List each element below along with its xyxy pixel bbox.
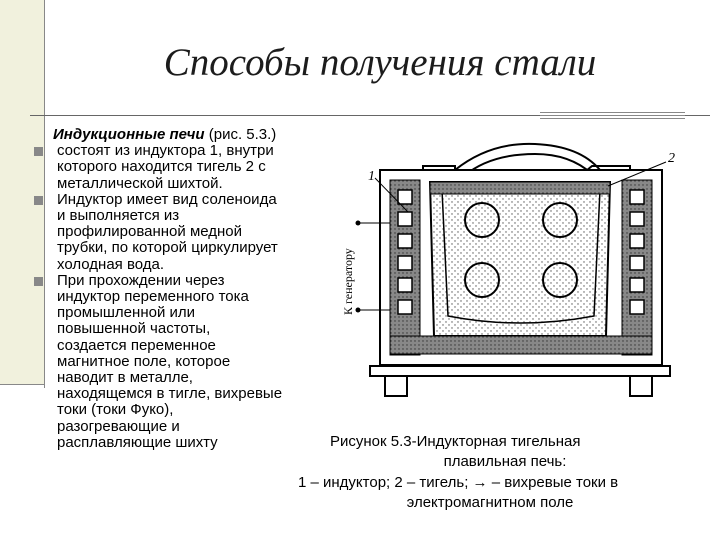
bullet-line: разогревающие и bbox=[57, 417, 180, 435]
bullet-marker bbox=[34, 195, 43, 205]
generator-leads bbox=[355, 220, 361, 313]
bullet-line: Индуктор имеет вид соленоида bbox=[57, 190, 277, 208]
caption-line-4: электромагнитном поле bbox=[406, 494, 574, 511]
label-2: 2 bbox=[668, 151, 675, 166]
left-rule bbox=[0, 384, 44, 385]
generator-label: К генератору bbox=[341, 248, 355, 315]
vertical-rule bbox=[44, 0, 45, 388]
heading-rest: (рис. 5.3.) bbox=[204, 126, 277, 143]
bullet-marker bbox=[34, 147, 43, 157]
bullet-line: и выполняется из bbox=[57, 207, 180, 225]
induction-furnace-figure: К генератору 1 2 bbox=[341, 142, 675, 397]
bullet-line: индуктор переменного тока bbox=[57, 288, 249, 306]
crucible-inner bbox=[441, 189, 601, 324]
right-foot bbox=[629, 375, 653, 397]
heading-bold: Индукционные печи bbox=[53, 126, 205, 143]
bullet-line: которого находится тигель 2 с bbox=[57, 158, 266, 176]
inductor-coils-left bbox=[397, 189, 413, 315]
label-1: 1 bbox=[368, 169, 375, 184]
caption-line-3: 1 – индуктор; 2 – тигель; → – вихревые т… bbox=[298, 474, 619, 491]
bullet-line: профилированной медной bbox=[57, 223, 243, 241]
body-heading: Индукционные печи (рис. 5.3.) bbox=[33, 126, 277, 143]
slide-title: Способы получения стали bbox=[163, 41, 597, 84]
left-accent-stripe bbox=[0, 0, 44, 384]
bullet-line: холодная вода. bbox=[57, 255, 165, 273]
bullet-2: Индуктор имеет вид соленоида и выполняет… bbox=[34, 190, 300, 273]
bullet-line: При прохождении через bbox=[57, 271, 225, 289]
bullet-line: находящемся в тигле, вихревые bbox=[57, 385, 283, 403]
bullet-3: При прохождении через индуктор переменно… bbox=[34, 271, 300, 451]
bullet-line: металлической шихтой. bbox=[57, 174, 223, 192]
leader-1 bbox=[374, 177, 409, 213]
base-plate bbox=[369, 365, 671, 377]
caption-line-1: Рисунок 5.3-Индукторная тигельная bbox=[330, 433, 581, 450]
bullet-line: создается переменное bbox=[57, 336, 216, 354]
leader-2 bbox=[607, 161, 667, 187]
bullet-line: наводит в металле, bbox=[57, 369, 193, 387]
title-rule bbox=[30, 115, 710, 116]
bullet-line: повышенной частоты, bbox=[57, 320, 211, 338]
slag-layer bbox=[429, 181, 611, 195]
bullet-line: промышленной или bbox=[57, 304, 195, 322]
left-foot bbox=[384, 375, 408, 397]
eddy-currents bbox=[464, 202, 578, 298]
bullet-line: состоят из индуктора 1, внутри bbox=[57, 142, 274, 160]
caption-line-2: плавильная печь: bbox=[443, 453, 567, 470]
bullet-line: токи (токи Фуко), bbox=[57, 401, 174, 419]
bullet-line: трубки, по которой циркулирует bbox=[57, 239, 278, 257]
bullet-line: магнитное поле, которое bbox=[57, 352, 231, 370]
slide-body: Индукционные печи (рис. 5.3.) состоят из… bbox=[33, 126, 282, 451]
inductor-coils-right bbox=[629, 189, 645, 315]
bullet-1: состоят из индуктора 1, внутри которого … bbox=[34, 142, 300, 192]
furnace-bottom bbox=[389, 335, 653, 355]
bullet-marker bbox=[34, 276, 43, 286]
decorative-lines bbox=[540, 112, 685, 124]
bullet-line: расплавляющие шихту bbox=[57, 433, 218, 451]
